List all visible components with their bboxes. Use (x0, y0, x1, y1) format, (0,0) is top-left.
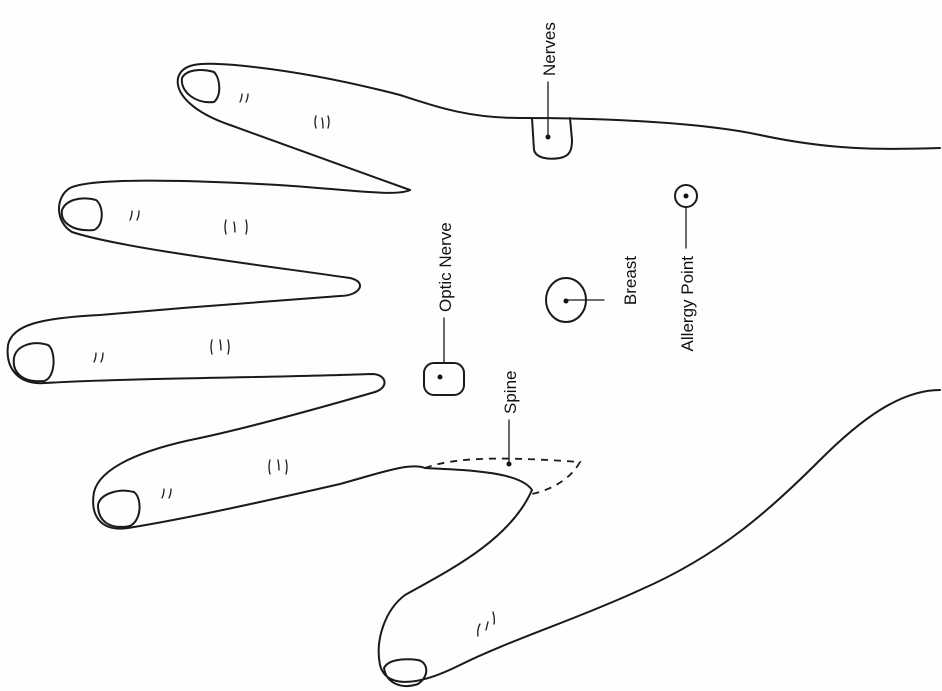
breast-label: Breast (621, 256, 640, 305)
thumb-outline (379, 390, 940, 682)
optic-nerve-label: Optic Nerve (436, 222, 455, 312)
middle-finger-outline (8, 296, 385, 392)
hand-outline (8, 64, 940, 682)
ring-fingernail (62, 198, 102, 230)
breast-dot (564, 299, 569, 304)
optic-nerve-point-marker (424, 363, 464, 395)
spine-label: Spine (501, 371, 520, 414)
index-fingernail (98, 491, 140, 527)
allergy-point-dot (684, 194, 689, 199)
nerves-label: Nerves (540, 22, 559, 76)
reflex-points (424, 118, 697, 467)
little-finger-outline (178, 64, 940, 190)
little-fingernail (182, 70, 219, 102)
ring-finger-outline (59, 181, 410, 296)
optic-nerve-dot (438, 375, 443, 380)
allergy-point-label: Allergy Point (678, 256, 697, 352)
knuckle-creases (94, 94, 494, 636)
spine-region (425, 459, 580, 494)
nerves-point-marker (532, 118, 572, 159)
index-finger-outline (93, 392, 425, 529)
middle-fingernail (14, 343, 54, 381)
leader-lines (444, 82, 686, 464)
